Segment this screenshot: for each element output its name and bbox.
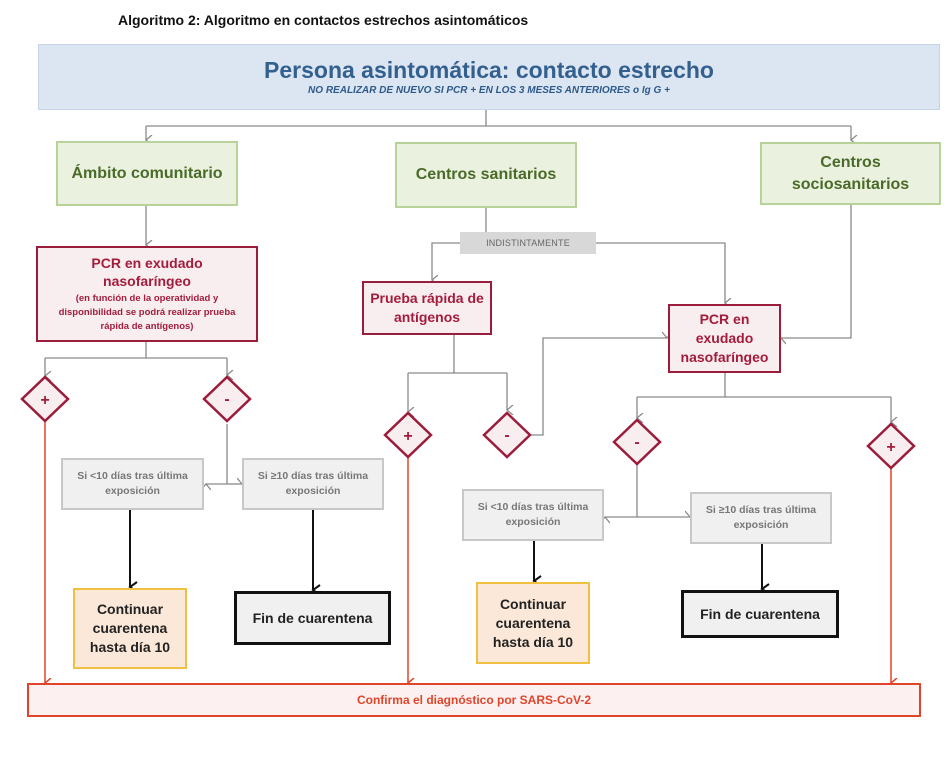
pcr-community-note: (en función de la operatividad y disponi…: [58, 293, 236, 332]
positive-diamond-right: [866, 422, 916, 470]
negative-label-mid: -: [504, 427, 509, 444]
outcome-continue-right: Continuar cuarentena hasta día 10: [476, 582, 590, 664]
line-rapid-split: [408, 335, 455, 374]
setting-community: Ámbito comunitario: [56, 141, 238, 206]
positive-diamond-mid: [383, 411, 433, 459]
negative-diamond-right: [612, 418, 662, 466]
line-pcr-right-split: [637, 373, 726, 398]
negative-label-right: -: [634, 434, 639, 451]
condition-more10-right: Si ≥10 días tras última exposición: [690, 492, 832, 544]
positive-label-mid: +: [403, 428, 412, 445]
arrow-social-pcr: [781, 205, 852, 338]
negative-diamond-left: [202, 375, 252, 423]
header-box: Persona asintomática: contacto estrecho …: [38, 44, 940, 110]
positive-label-right: +: [886, 439, 895, 456]
line-pcr-split: [45, 342, 147, 359]
figure-caption: Algoritmo 2: Algoritmo en contactos estr…: [118, 12, 529, 28]
header-subtitle: NO REALIZAR DE NUEVO SI PCR + EN LOS 3 M…: [308, 85, 670, 96]
positive-diamond-left: [20, 375, 70, 423]
indistinct-label: INDISTINTAMENTE: [460, 232, 596, 254]
arrow-negmid-pcr: [530, 338, 667, 436]
test-pcr-right: PCR en exudado nasofaríngeo: [668, 304, 781, 373]
positive-label-left: +: [40, 392, 49, 409]
outcome-confirm: Confirma el diagnóstico por SARS-CoV-2: [27, 683, 921, 717]
setting-health-centers: Centros sanitarios: [395, 142, 577, 208]
condition-more10-left: Si ≥10 días tras última exposición: [242, 458, 384, 510]
outcome-end-right: Fin de cuarentena: [681, 590, 839, 638]
arrow-indistinct-rapid: [432, 242, 460, 280]
pcr-community-title: PCR en exudado nasofaríngeo: [91, 255, 203, 289]
condition-less10-right: Si <10 días tras última exposición: [462, 489, 604, 541]
negative-label-left: -: [224, 391, 229, 408]
setting-social-health-centers: Centros sociosanitarios: [760, 142, 941, 205]
condition-less10-left: Si <10 días tras última exposición: [61, 458, 204, 510]
header-title: Persona asintomática: contacto estrecho: [264, 57, 714, 83]
arrow-indistinct-pcr: [596, 242, 725, 303]
test-rapid-antigen: Prueba rápida de antígenos: [362, 281, 492, 335]
outcome-end-left: Fin de cuarentena: [234, 591, 391, 645]
outcome-continue-left: Continuar cuarentena hasta día 10: [73, 588, 187, 669]
negative-diamond-mid: [482, 411, 532, 459]
test-pcr-community: PCR en exudado nasofaríngeo (en función …: [36, 246, 258, 342]
